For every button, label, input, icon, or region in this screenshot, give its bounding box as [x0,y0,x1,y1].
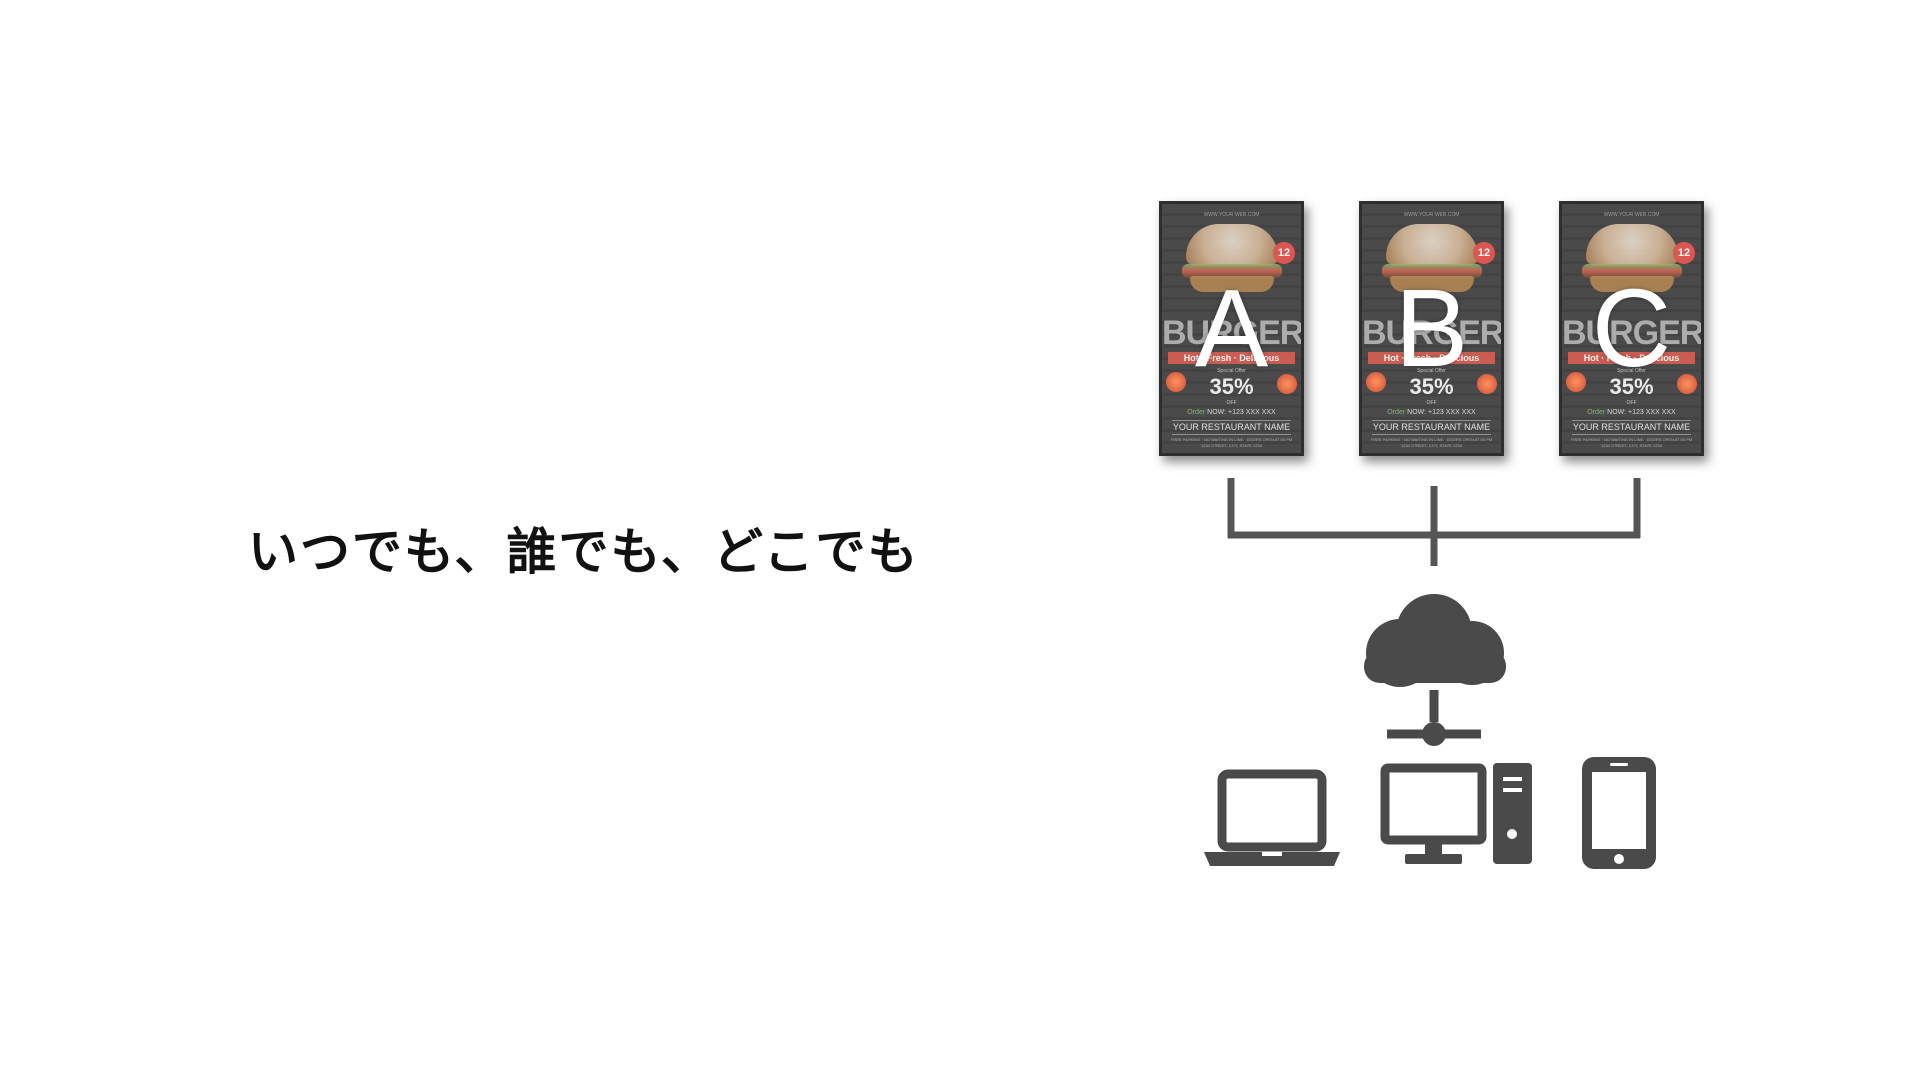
poster-tagline: Hot · Fresh · Delicious [1168,352,1295,364]
order-now: NOW: [1407,409,1427,416]
display-letter: A [1194,267,1269,390]
order-line: Order NOW: +123 XXX XXX [1162,409,1301,416]
display-letter: B [1394,267,1469,390]
burger-filling [1382,264,1482,278]
poster-url: WWW.YOUR-WEB.COM [1603,212,1660,218]
order-label: Order [1187,409,1206,416]
offer-label: Special Offer [1617,368,1646,374]
burger-image [1386,224,1478,266]
tomato-icon [1366,372,1386,392]
address-line: 1234 STREET, CITY, STATE 1234 [1201,443,1262,448]
offer-label: Special Offer [1417,368,1446,374]
divider [1572,434,1691,435]
order-line: Order NOW: +123 XXX XXX [1362,409,1501,416]
display-letter: C [1591,267,1672,390]
restaurant-name: YOUR RESTAURANT NAME [1572,422,1691,432]
cloud-icon [1364,594,1506,687]
discount-value: 35% [1409,374,1454,399]
network-node-icon [1387,690,1481,746]
divider [1172,434,1291,435]
signage-display-a: WWW.YOUR-WEB.COM 12 BURGER Hot · Fresh ·… [1159,201,1304,456]
burger-poster: WWW.YOUR-WEB.COM 12 BURGER Hot · Fresh ·… [1562,204,1701,453]
display-overlay [1162,204,1301,453]
desktop-computer-icon [1380,763,1532,864]
tomato-icon [1477,374,1497,394]
off-label: OFF [1426,400,1437,406]
poster-headline: BURGER [1562,314,1704,352]
order-line: Order NOW: +123 XXX XXX [1562,409,1701,416]
order-label: Order [1387,409,1406,416]
burger-bun [1390,276,1474,292]
display-connector [1227,478,1641,566]
burger-bun [1190,276,1274,292]
order-phone: +123 XXX XXX [1428,409,1476,416]
restaurant-name: YOUR RESTAURANT NAME [1372,422,1491,432]
offer-label: Special Offer [1217,368,1246,374]
signage-display-c: WWW.YOUR-WEB.COM 12 BURGER Hot · Fresh ·… [1559,201,1704,456]
info-line: FREE PARKING · NO WAITING IN LINE · DOOR… [1370,437,1493,442]
off-label: OFF [1626,400,1637,406]
poster-tagline: Hot · Fresh · Delicious [1368,352,1495,364]
poster-headline: BURGER [1162,314,1304,352]
off-label: OFF [1226,400,1237,406]
burger-image [1186,224,1278,266]
smartphone-icon [1582,757,1656,869]
burger-image [1586,224,1678,266]
order-label: Order [1587,409,1606,416]
display-overlay [1562,204,1701,453]
price-badge: 12 [1673,242,1695,264]
burger-bun [1590,276,1674,292]
order-phone: +123 XXX XXX [1628,409,1676,416]
burger-poster: WWW.YOUR-WEB.COM 12 BURGER Hot · Fresh ·… [1162,204,1301,453]
order-now: NOW: [1207,409,1227,416]
divider [1372,420,1491,421]
divider [1172,420,1291,421]
discount-value: 35% [1209,374,1254,399]
poster-url: WWW.YOUR-WEB.COM [1203,212,1260,218]
tagline: いつでも、誰でも、どこでも [248,523,920,581]
address-line: 1234 STREET, CITY, STATE 1234 [1401,443,1462,448]
signage-display-b: WWW.YOUR-WEB.COM 12 BURGER Hot · Fresh ·… [1359,201,1504,456]
poster-headline: BURGER [1362,314,1504,352]
price-badge: 12 [1273,242,1295,264]
address-line: 1234 STREET, CITY, STATE 1234 [1601,443,1662,448]
display-overlay [1362,204,1501,453]
info-line: FREE PARKING · NO WAITING IN LINE · DOOR… [1170,437,1293,442]
laptop-icon [1204,769,1340,866]
tomato-icon [1566,372,1586,392]
tomato-icon [1277,374,1297,394]
divider [1372,434,1491,435]
burger-filling [1582,264,1682,278]
poster-url: WWW.YOUR-WEB.COM [1403,212,1460,218]
burger-filling [1182,264,1282,278]
order-now: NOW: [1607,409,1627,416]
burger-poster: WWW.YOUR-WEB.COM 12 BURGER Hot · Fresh ·… [1362,204,1501,453]
tomato-icon [1677,374,1697,394]
tomato-icon [1166,372,1186,392]
discount-value: 35% [1609,374,1654,399]
divider [1572,420,1691,421]
poster-tagline: Hot · Fresh · Delicious [1568,352,1695,364]
order-phone: +123 XXX XXX [1228,409,1276,416]
price-badge: 12 [1473,242,1495,264]
info-line: FREE PARKING · NO WAITING IN LINE · DOOR… [1570,437,1693,442]
restaurant-name: YOUR RESTAURANT NAME [1172,422,1291,432]
